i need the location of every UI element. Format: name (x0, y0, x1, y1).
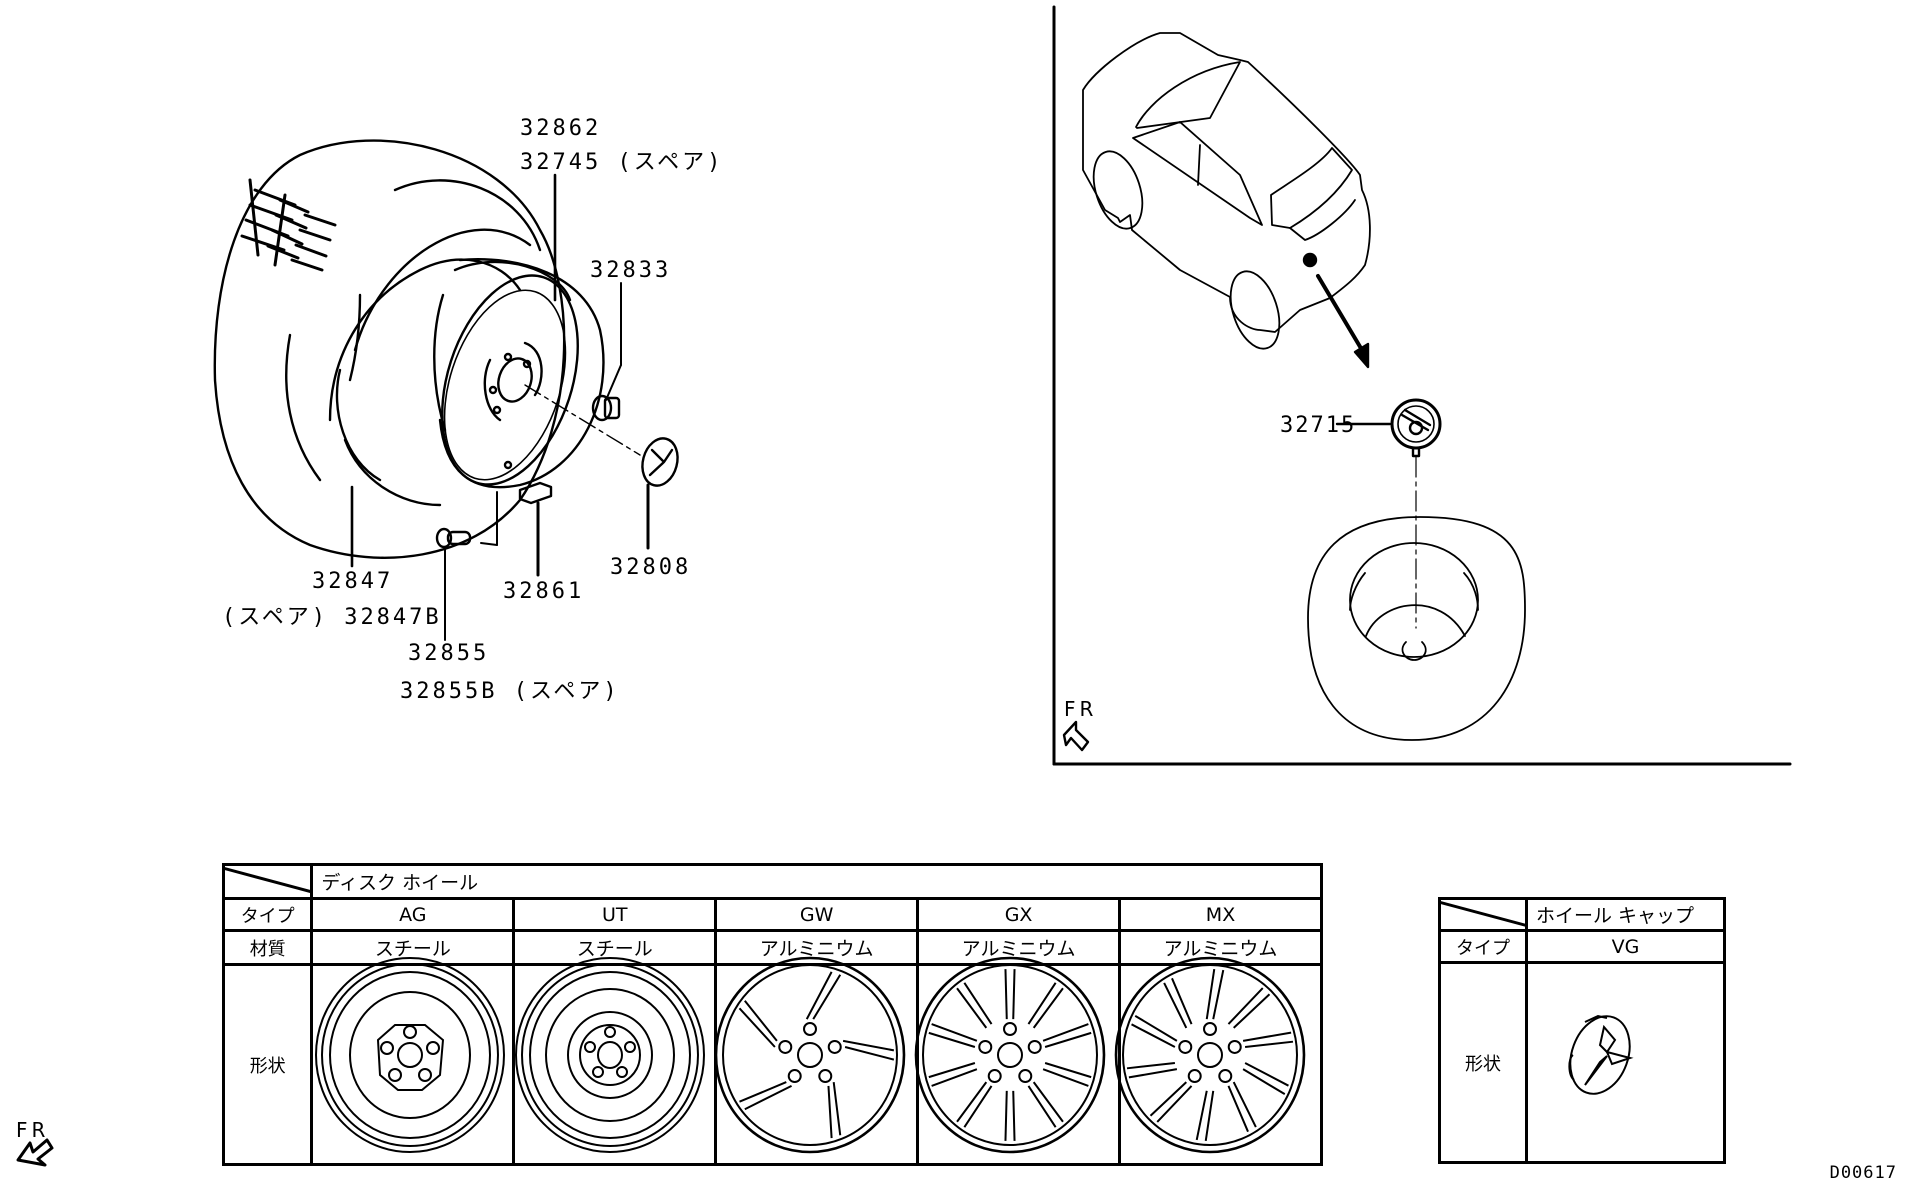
callout-32855b-spare: 32855B (スペア) (400, 679, 620, 704)
wheel-shape-gx-cell (916, 963, 1122, 1166)
wheel-type-mx: MX (1118, 897, 1323, 932)
row-label-type: タイプ (1438, 929, 1528, 964)
callout-32847b-spare: (スペア) 32847B (222, 605, 442, 630)
front-direction-arrow-icon (1062, 720, 1090, 752)
tire-icon (213, 139, 566, 559)
row-label-shape: 形状 (221, 963, 314, 1166)
row-label-material: 材質 (221, 929, 314, 966)
wheel-material-ut: スチール (512, 929, 718, 966)
wheel-type-gw: GW (714, 897, 920, 932)
callout-32862: 32862 (520, 116, 602, 141)
callout-32855: 32855 (408, 641, 490, 666)
row-label-shape: 形状 (1438, 961, 1528, 1164)
wheel-material-mx: アルミニウム (1118, 929, 1323, 966)
wheel-cap-shape-vg-cell (1525, 961, 1726, 1164)
spare-tire-clamp-icon (1390, 398, 1442, 458)
wheel-rim-icon (433, 258, 641, 489)
wheel-shape-gw-cell (714, 963, 920, 1166)
front-direction-label: FR (16, 1118, 50, 1142)
callout-32808: 32808 (610, 555, 692, 580)
wheel-shape-mx-cell (1118, 963, 1323, 1166)
row-label-type: タイプ (221, 897, 314, 932)
spare-tire-icon (1307, 516, 1526, 741)
wheel-shape-ut-cell (512, 963, 718, 1166)
callout-32847: 32847 (312, 569, 394, 594)
diagram-code: D00617 (1829, 1163, 1897, 1183)
callout-32861: 32861 (503, 579, 585, 604)
front-direction-arrow-icon (16, 1138, 54, 1167)
wheel-material-gx: アルミニウム (916, 929, 1122, 966)
wheel-material-ag: スチール (310, 929, 516, 966)
wheel-shape-ag-cell (310, 963, 516, 1166)
table-corner-cell (221, 863, 314, 900)
callout-32745-spare: 32745 (スペア) (520, 150, 724, 175)
callout-32833: 32833 (590, 258, 672, 283)
table-corner-cell (1438, 897, 1528, 932)
wheel-cap-type-vg: VG (1525, 929, 1726, 964)
balance-weight-icon (518, 481, 553, 505)
lug-nut-icon (591, 394, 621, 422)
disc-wheel-table-title: ディスク ホイール (310, 863, 1323, 900)
callout-32715: 32715 (1280, 413, 1357, 438)
wheel-type-ut: UT (512, 897, 718, 932)
direction-arrow-icon (1316, 274, 1370, 369)
wheel-type-gx: GX (916, 897, 1122, 932)
vehicle-outline-icon (1082, 32, 1371, 350)
wheel-cap-table-title: ホイール キャップ (1525, 897, 1726, 932)
wheel-cap-table: ホイール キャップ タイプ VG 形状 (1438, 897, 1726, 1164)
disc-wheel-table: ディスク ホイール タイプ AG UT GW GX MX 材質 スチール スチー… (221, 863, 1323, 1166)
wheel-type-ag: AG (310, 897, 516, 932)
center-cap-icon (641, 437, 679, 487)
spare-tire-hole-marker-icon (1302, 252, 1318, 268)
front-direction-label: FR (1064, 697, 1098, 721)
valve-stem-icon (435, 527, 472, 549)
wheel-material-gw: アルミニウム (714, 929, 920, 966)
